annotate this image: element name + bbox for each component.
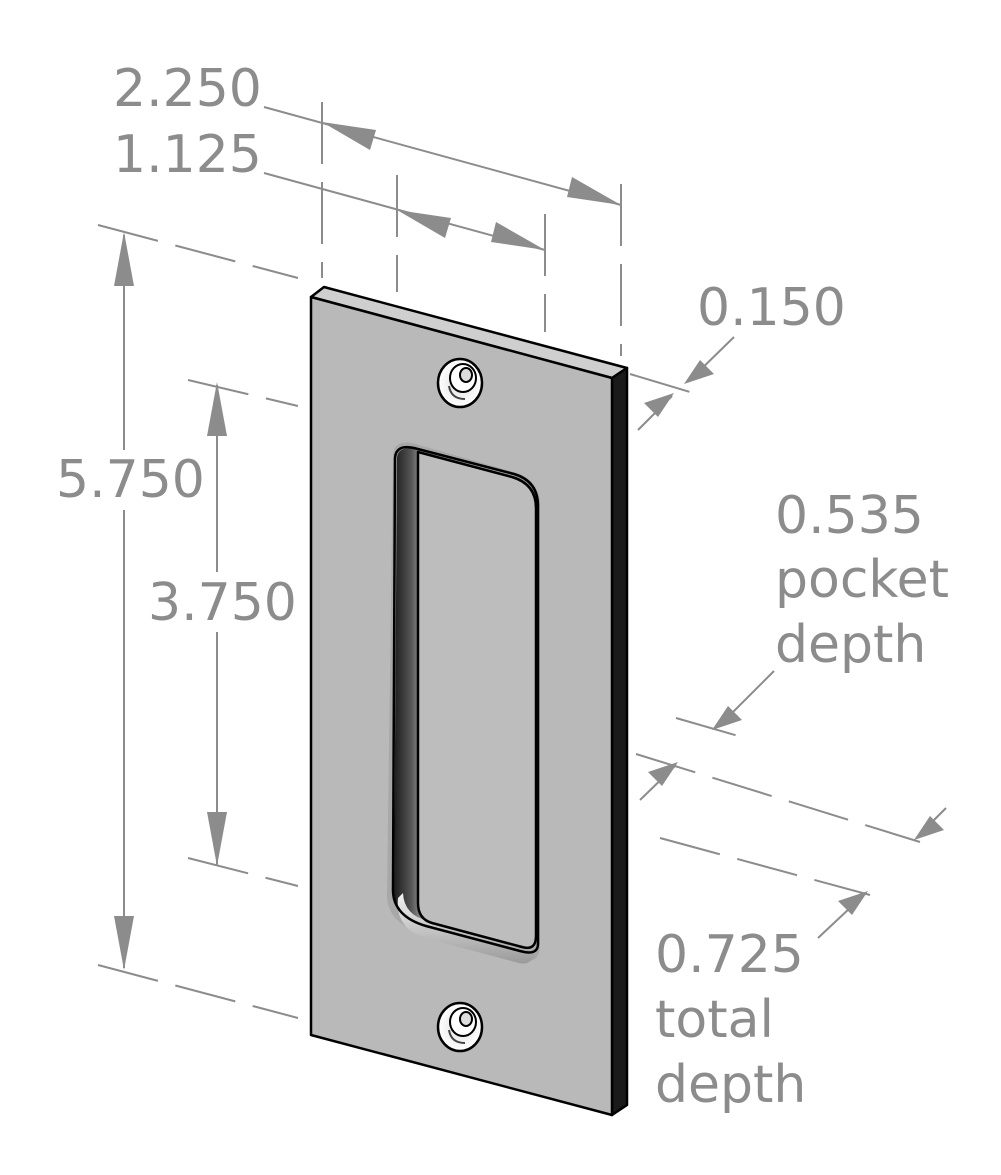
arrowhead (712, 706, 742, 730)
dim-label-pocket-depth-word1: pocket (775, 550, 949, 610)
dim-label-pocket-depth-word2: depth (775, 615, 926, 675)
dim-label-overall-height: 5.750 (56, 450, 205, 510)
dim-pocket-depth: 0.535 pocket depth (635, 486, 949, 843)
arrowhead (491, 222, 545, 250)
arrowhead (397, 210, 451, 238)
finger-pocket (387, 442, 540, 964)
arrowhead (684, 360, 714, 384)
screw-hole-top (436, 357, 484, 409)
arrowhead (644, 393, 674, 417)
arrowhead (838, 891, 868, 915)
dim-total-depth: 0.725 total depth (655, 807, 947, 1115)
arrowhead (207, 812, 227, 866)
dim-label-plate-thickness: 0.150 (697, 278, 846, 338)
dim-overall-width: 2.250 (113, 59, 622, 356)
dim-label-pocket-depth-value: 0.535 (775, 486, 924, 546)
dim-label-pocket-height: 3.750 (148, 573, 297, 633)
screw-hole-bottom (436, 1001, 484, 1053)
arrowhead (914, 816, 944, 840)
arrowhead (648, 762, 678, 786)
arrowhead (114, 916, 134, 970)
arrowhead (114, 232, 134, 286)
arrowhead (322, 122, 376, 150)
dim-label-overall-width: 2.250 (113, 59, 262, 119)
arrowhead (207, 382, 227, 436)
plate-side-edge (610, 366, 629, 1117)
dim-label-total-depth-word1: total (655, 990, 774, 1050)
arrowhead (567, 177, 621, 205)
dim-plate-thickness: 0.150 (629, 278, 846, 431)
dim-label-total-depth-word2: depth (655, 1055, 806, 1115)
dim-half-width: 1.125 (113, 125, 546, 332)
dim-label-half-width: 1.125 (113, 125, 262, 185)
dim-pocket-height: 3.750 (148, 379, 299, 887)
plate (309, 285, 629, 1117)
dim-overall-height: 5.750 (56, 224, 299, 1019)
dim-label-total-depth-value: 0.725 (655, 925, 804, 985)
